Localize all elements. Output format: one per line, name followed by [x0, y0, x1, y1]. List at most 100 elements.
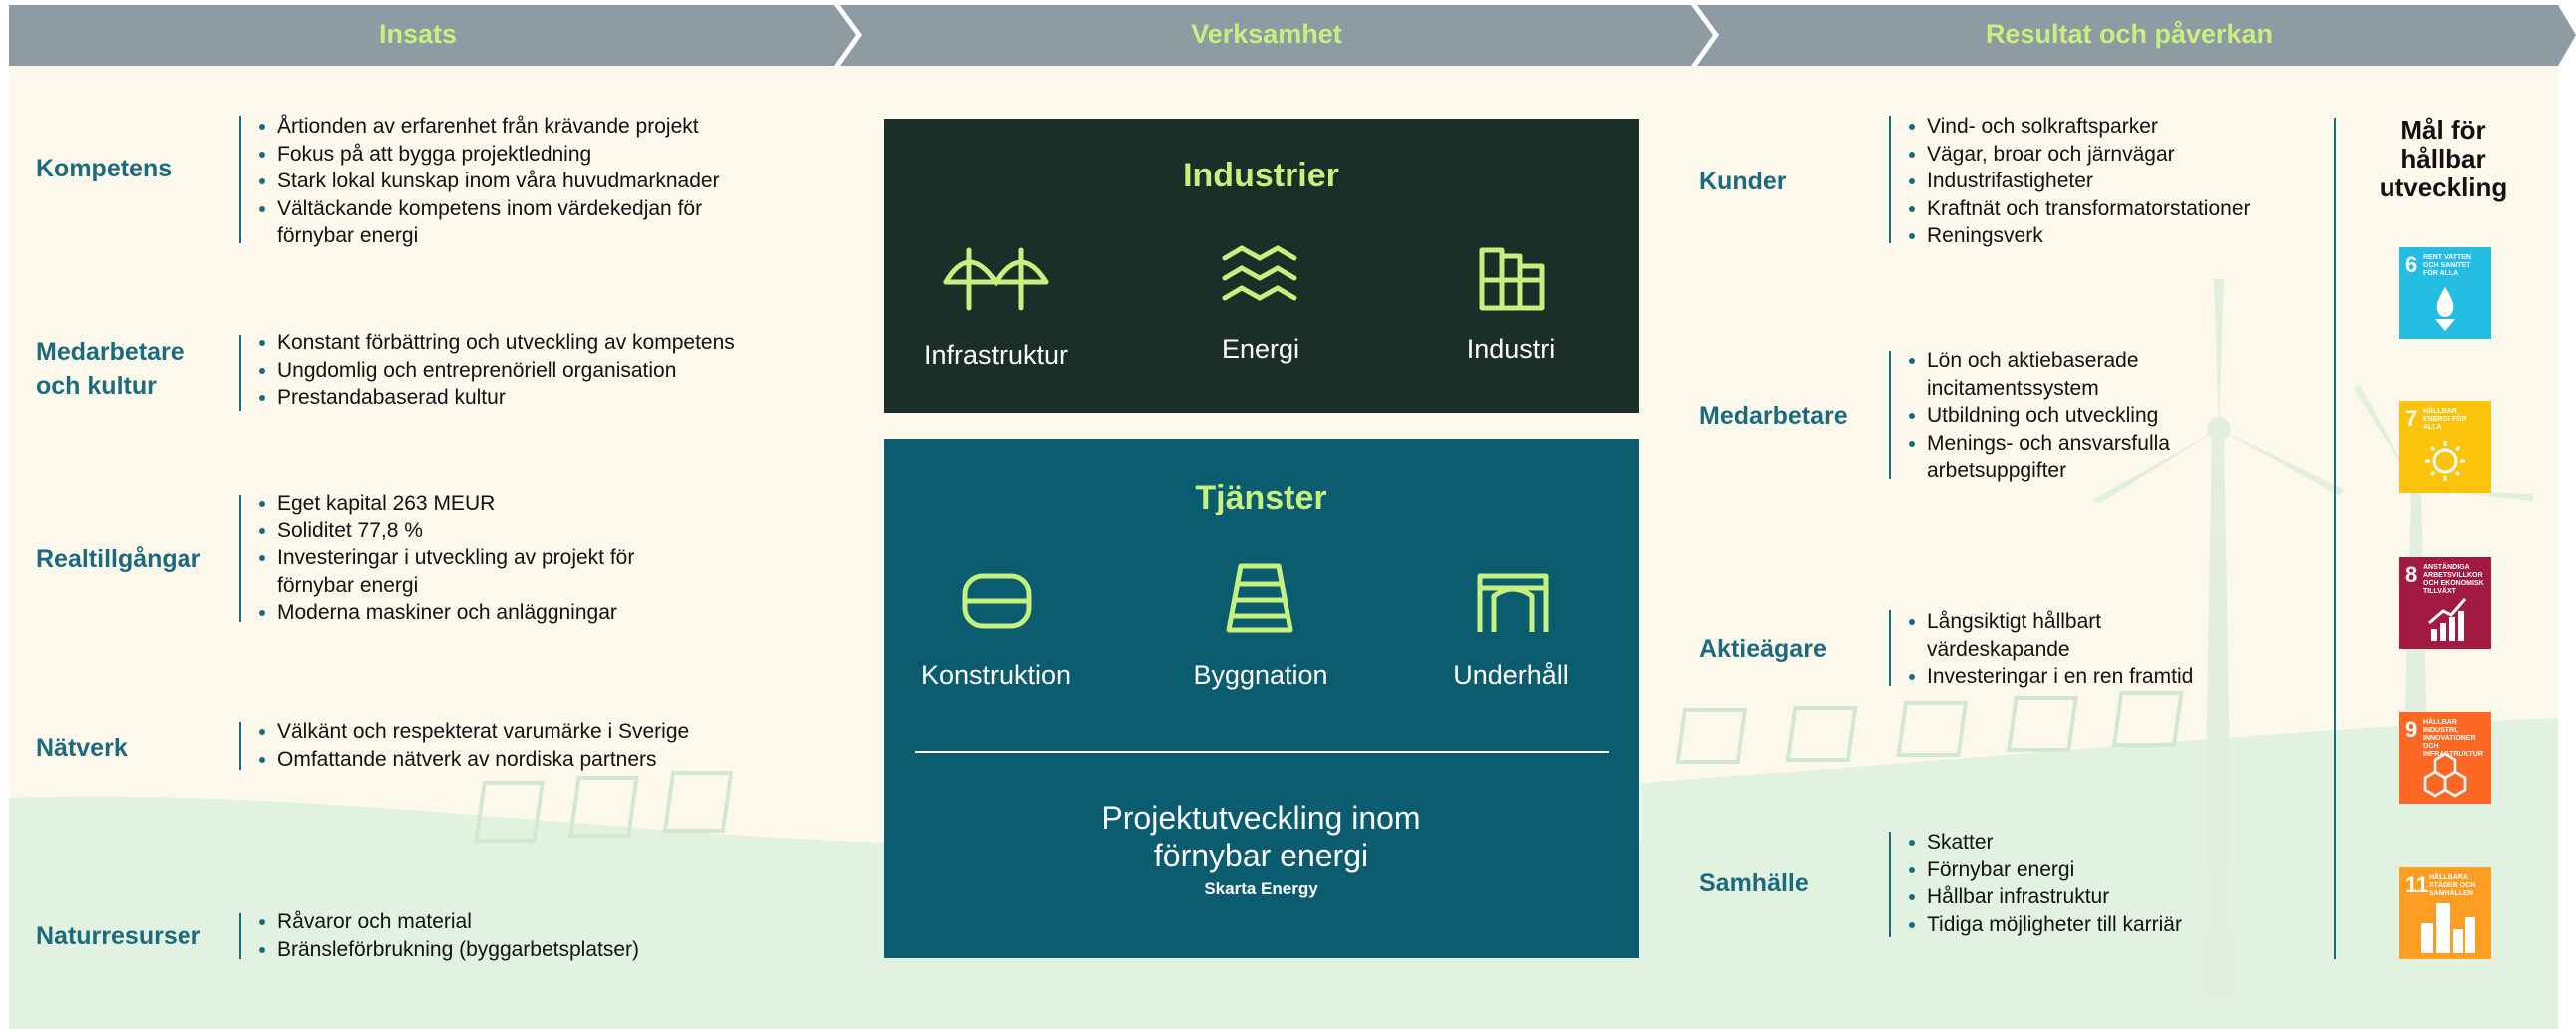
list-item: Vind- och solkraftsparker [1907, 113, 2251, 141]
tower-icon [1205, 562, 1314, 634]
list-item: Vältäckande kompetens inom värdekedjan f… [257, 195, 720, 223]
divider [1889, 610, 1891, 686]
sdg-goal-7: 7 HÅLLBAR ENERGI FÖR ALLA [2399, 401, 2491, 493]
sdg-number: 7 [2405, 406, 2418, 431]
list-item: Reningsverk [1907, 222, 2251, 250]
panel-title: Tjänster [1195, 479, 1327, 516]
sdg-goal-6: 6 RENT VATTEN OCH SANITET FÖR ALLA [2399, 247, 2491, 339]
sdg-number: 8 [2405, 562, 2418, 587]
list-item: Vägar, broar och järnvägar [1907, 141, 2251, 169]
sdg-text: HÅLLBARA STÄDER OCH SAMHÄLLEN [2429, 874, 2476, 897]
sdg-title-line1: Mål för [2400, 115, 2486, 145]
bullet-list: Lön och aktiebaserade incitamentssystem … [1907, 347, 2170, 485]
list-item: Menings- och ansvarsfulla [1907, 430, 2170, 458]
header-resultat: Resultat och påverkan [1985, 19, 2274, 49]
list-item: Investeringar i en ren framtid [1907, 663, 2193, 691]
list-item: Skatter [1907, 829, 2182, 857]
sdg-goal-11: 11 HÅLLBARA STÄDER OCH SAMHÄLLEN [2399, 867, 2491, 959]
sdg-number: 9 [2405, 717, 2418, 742]
list-item: Fokus på att bygga projektledning [257, 141, 720, 169]
sdg-goal-9: 9 HÅLLBAR INDUSTRI, INNOVATIONER OCH INF… [2399, 712, 2491, 804]
bullet-list: Eget kapital 263 MEUR Soliditet 77,8 % I… [257, 490, 634, 627]
divider [239, 335, 241, 411]
pipe-icon [941, 564, 1051, 636]
industry-label-infrastruktur: Infrastruktur [923, 340, 1069, 370]
list-item: Råvaror och material [257, 908, 639, 936]
list-item: Förnybar energi [1907, 857, 2182, 884]
category-label: Aktieägare [1699, 635, 1827, 663]
list-item: Årtionden av erfarenhet från krävande pr… [257, 113, 720, 141]
list-item: Lön och aktiebaserade [1907, 347, 2170, 375]
bullet-list: Konstant förbättring och utveckling av k… [257, 329, 735, 412]
category-label: Medarbetare [1699, 402, 1848, 430]
sdg-number: 11 [2405, 872, 2429, 897]
list-item: Eget kapital 263 MEUR [257, 490, 634, 517]
divider-line [915, 751, 1609, 753]
water-drop-icon [2435, 287, 2455, 331]
bullet-list: Råvaror och material Bränsleförbrukning … [257, 908, 639, 963]
category-label-line1: Medarbetare [36, 338, 184, 366]
list-item: Omfattande nätverk av nordiska partners [257, 746, 689, 774]
tjanster-panel: Tjänster Konstruktion Byggnation Underhå… [884, 439, 1639, 958]
bullet-list: Årtionden av erfarenhet från krävande pr… [257, 113, 720, 250]
list-item: Tidiga möjligheter till karriär [1907, 911, 2182, 939]
service-label-konstruktion: Konstruktion [920, 660, 1072, 690]
list-item: Bränsleförbrukning (byggarbetsplatser) [257, 936, 639, 964]
bullet-list: Långsiktigt hållbart värdeskapande Inves… [1907, 608, 2193, 691]
sdg-text: HÅLLBAR INDUSTRI, INNOVATIONER OCH INFRA… [2423, 719, 2483, 758]
panel-title: Industrier [1183, 157, 1339, 194]
list-item: Stark lokal kunskap inom våra huvudmarkn… [257, 168, 720, 195]
header-verksamhet: Verksamhet [1191, 19, 1342, 49]
sdg-title: Mål för hållbar utveckling [2354, 116, 2533, 202]
service-label-underhall: Underhåll [1453, 660, 1569, 690]
industry-label-energi: Energi [1221, 334, 1300, 364]
category-label: Naturresurser [36, 922, 201, 950]
sdg-title-line2: hållbar [2400, 144, 2486, 173]
list-item: Långsiktigt hållbart [1907, 608, 2193, 636]
sdg-text: RENT VATTEN OCH SANITET FÖR ALLA [2423, 254, 2471, 277]
category-label-line2: och kultur [36, 372, 157, 400]
sdg-title-line3: utveckling [2379, 172, 2508, 202]
category-label: Realtillgångar [36, 545, 201, 573]
sdg-text: ANSTÄNDIGA ARBETSVILLKOR OCH EKONOMISK T… [2423, 564, 2484, 595]
project-dev-title-line2: förnybar energi [1153, 838, 1369, 873]
category-label: Kunder [1699, 168, 1787, 195]
category-label: Samhälle [1699, 869, 1809, 897]
list-item: Välkänt och respekterat varumärke i Sver… [257, 718, 689, 746]
divider [1889, 116, 1891, 243]
sdg-number: 6 [2405, 252, 2418, 277]
factory-icon [1458, 242, 1568, 314]
list-item: Industrifastigheter [1907, 168, 2251, 195]
arch-icon [1458, 566, 1568, 638]
divider [239, 913, 241, 959]
list-item: Ungdomlig och entreprenöriell organisati… [257, 357, 735, 385]
divider [1889, 832, 1891, 937]
sdg-goal-8: 8 ANSTÄNDIGA ARBETSVILLKOR OCH EKONOMISK… [2399, 557, 2491, 649]
sdg-text: HÅLLBAR ENERGI FÖR ALLA [2423, 408, 2467, 431]
cubes-icon [2423, 752, 2467, 798]
bullet-list: Skatter Förnybar energi Hållbar infrastr… [1907, 829, 2182, 938]
list-item: Hållbar infrastruktur [1907, 883, 2182, 911]
growth-chart-icon [2428, 598, 2467, 641]
list-item: Soliditet 77,8 % [257, 517, 634, 545]
divider [239, 116, 241, 243]
divider [1889, 351, 1891, 479]
industry-label-industri: Industri [1466, 334, 1556, 364]
header-insats: Insats [378, 19, 458, 49]
sun-icon [2425, 441, 2465, 481]
list-item: Investeringar i utveckling av projekt fö… [257, 544, 634, 572]
sdg-divider [2334, 118, 2336, 959]
list-item: Utbildning och utveckling [1907, 402, 2170, 430]
list-item-continued: arbetsuppgifter [1927, 459, 2067, 482]
waves-icon [1205, 242, 1314, 314]
divider [239, 495, 241, 622]
list-item: Moderna maskiner och anläggningar [257, 599, 634, 627]
bullet-list: Välkänt och respekterat varumärke i Sver… [257, 718, 689, 773]
service-label-byggnation: Byggnation [1193, 660, 1328, 690]
project-dev-title-line1: Projektutveckling inom [1101, 800, 1421, 836]
list-item: Kraftnät och transformatorstationer [1907, 195, 2251, 223]
list-item-continued: förnybar energi [277, 224, 419, 247]
industrier-panel: Industrier Infrastruktur Energi Industri [884, 119, 1639, 413]
category-label: Kompetens [36, 155, 173, 182]
divider [239, 722, 241, 770]
